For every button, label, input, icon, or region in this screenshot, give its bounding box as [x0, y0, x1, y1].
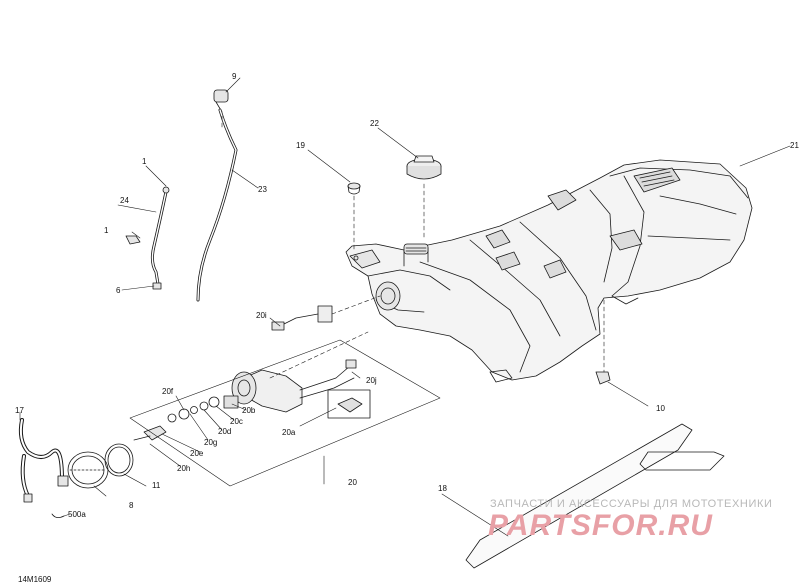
callout-1-bottom: 1 [104, 226, 109, 235]
callout-20e: 20e [190, 449, 204, 458]
callout-20b: 20b [242, 406, 256, 415]
fuel-tank-part-21 [345, 159, 753, 381]
hose-part-17 [18, 418, 69, 503]
callout-8: 8 [129, 501, 134, 510]
clip-part-500a [51, 513, 65, 518]
callout-18: 18 [438, 484, 447, 493]
callout-500a: 500a [68, 510, 86, 519]
callout-22: 22 [370, 119, 379, 128]
protective-pad-part-18 [465, 369, 725, 569]
callout-23: 23 [258, 185, 267, 194]
callout-20c: 20c [230, 417, 243, 426]
fuel-pump-assembly-part-20 [67, 359, 357, 489]
callout-21: 21 [790, 141, 799, 150]
watermark-tagline: ЗАПЧАСТИ И АКСЕССУАРЫ ДЛЯ МОТОТЕХНИКИ [490, 498, 773, 510]
callout-9: 9 [232, 72, 237, 81]
vent-valve-part-9 [213, 89, 229, 113]
callout-19: 19 [296, 141, 305, 150]
bracket-part-20a [327, 389, 371, 419]
callout-10: 10 [656, 404, 665, 413]
callout-20d: 20d [218, 427, 232, 436]
callout-24: 24 [120, 196, 129, 205]
assembly-outline-20 [129, 339, 441, 487]
callout-17: 17 [15, 406, 24, 415]
callout-20h: 20h [177, 464, 191, 473]
assembly-lines [221, 115, 605, 379]
callout-6: 6 [116, 286, 121, 295]
callout-20i: 20i [256, 311, 267, 320]
leader-lines [19, 77, 791, 537]
callout-11: 11 [152, 481, 161, 490]
callout-1-top: 1 [142, 157, 147, 166]
callout-20: 20 [348, 478, 357, 487]
callout-20f: 20f [162, 387, 174, 396]
drain-hose-part-24 [125, 186, 170, 290]
grommet-part-19 [347, 182, 361, 195]
callout-20j: 20j [366, 376, 377, 385]
callout-20g: 20g [204, 438, 218, 447]
fuel-cap-part-22 [406, 155, 442, 180]
callout-20a: 20a [282, 428, 296, 437]
diagram-code: 14M1609 [18, 575, 52, 584]
watermark-logo: PARTSFOR.RU [488, 509, 713, 542]
sensor-part-20i [271, 305, 333, 331]
vent-hose-part-23 [196, 108, 238, 302]
